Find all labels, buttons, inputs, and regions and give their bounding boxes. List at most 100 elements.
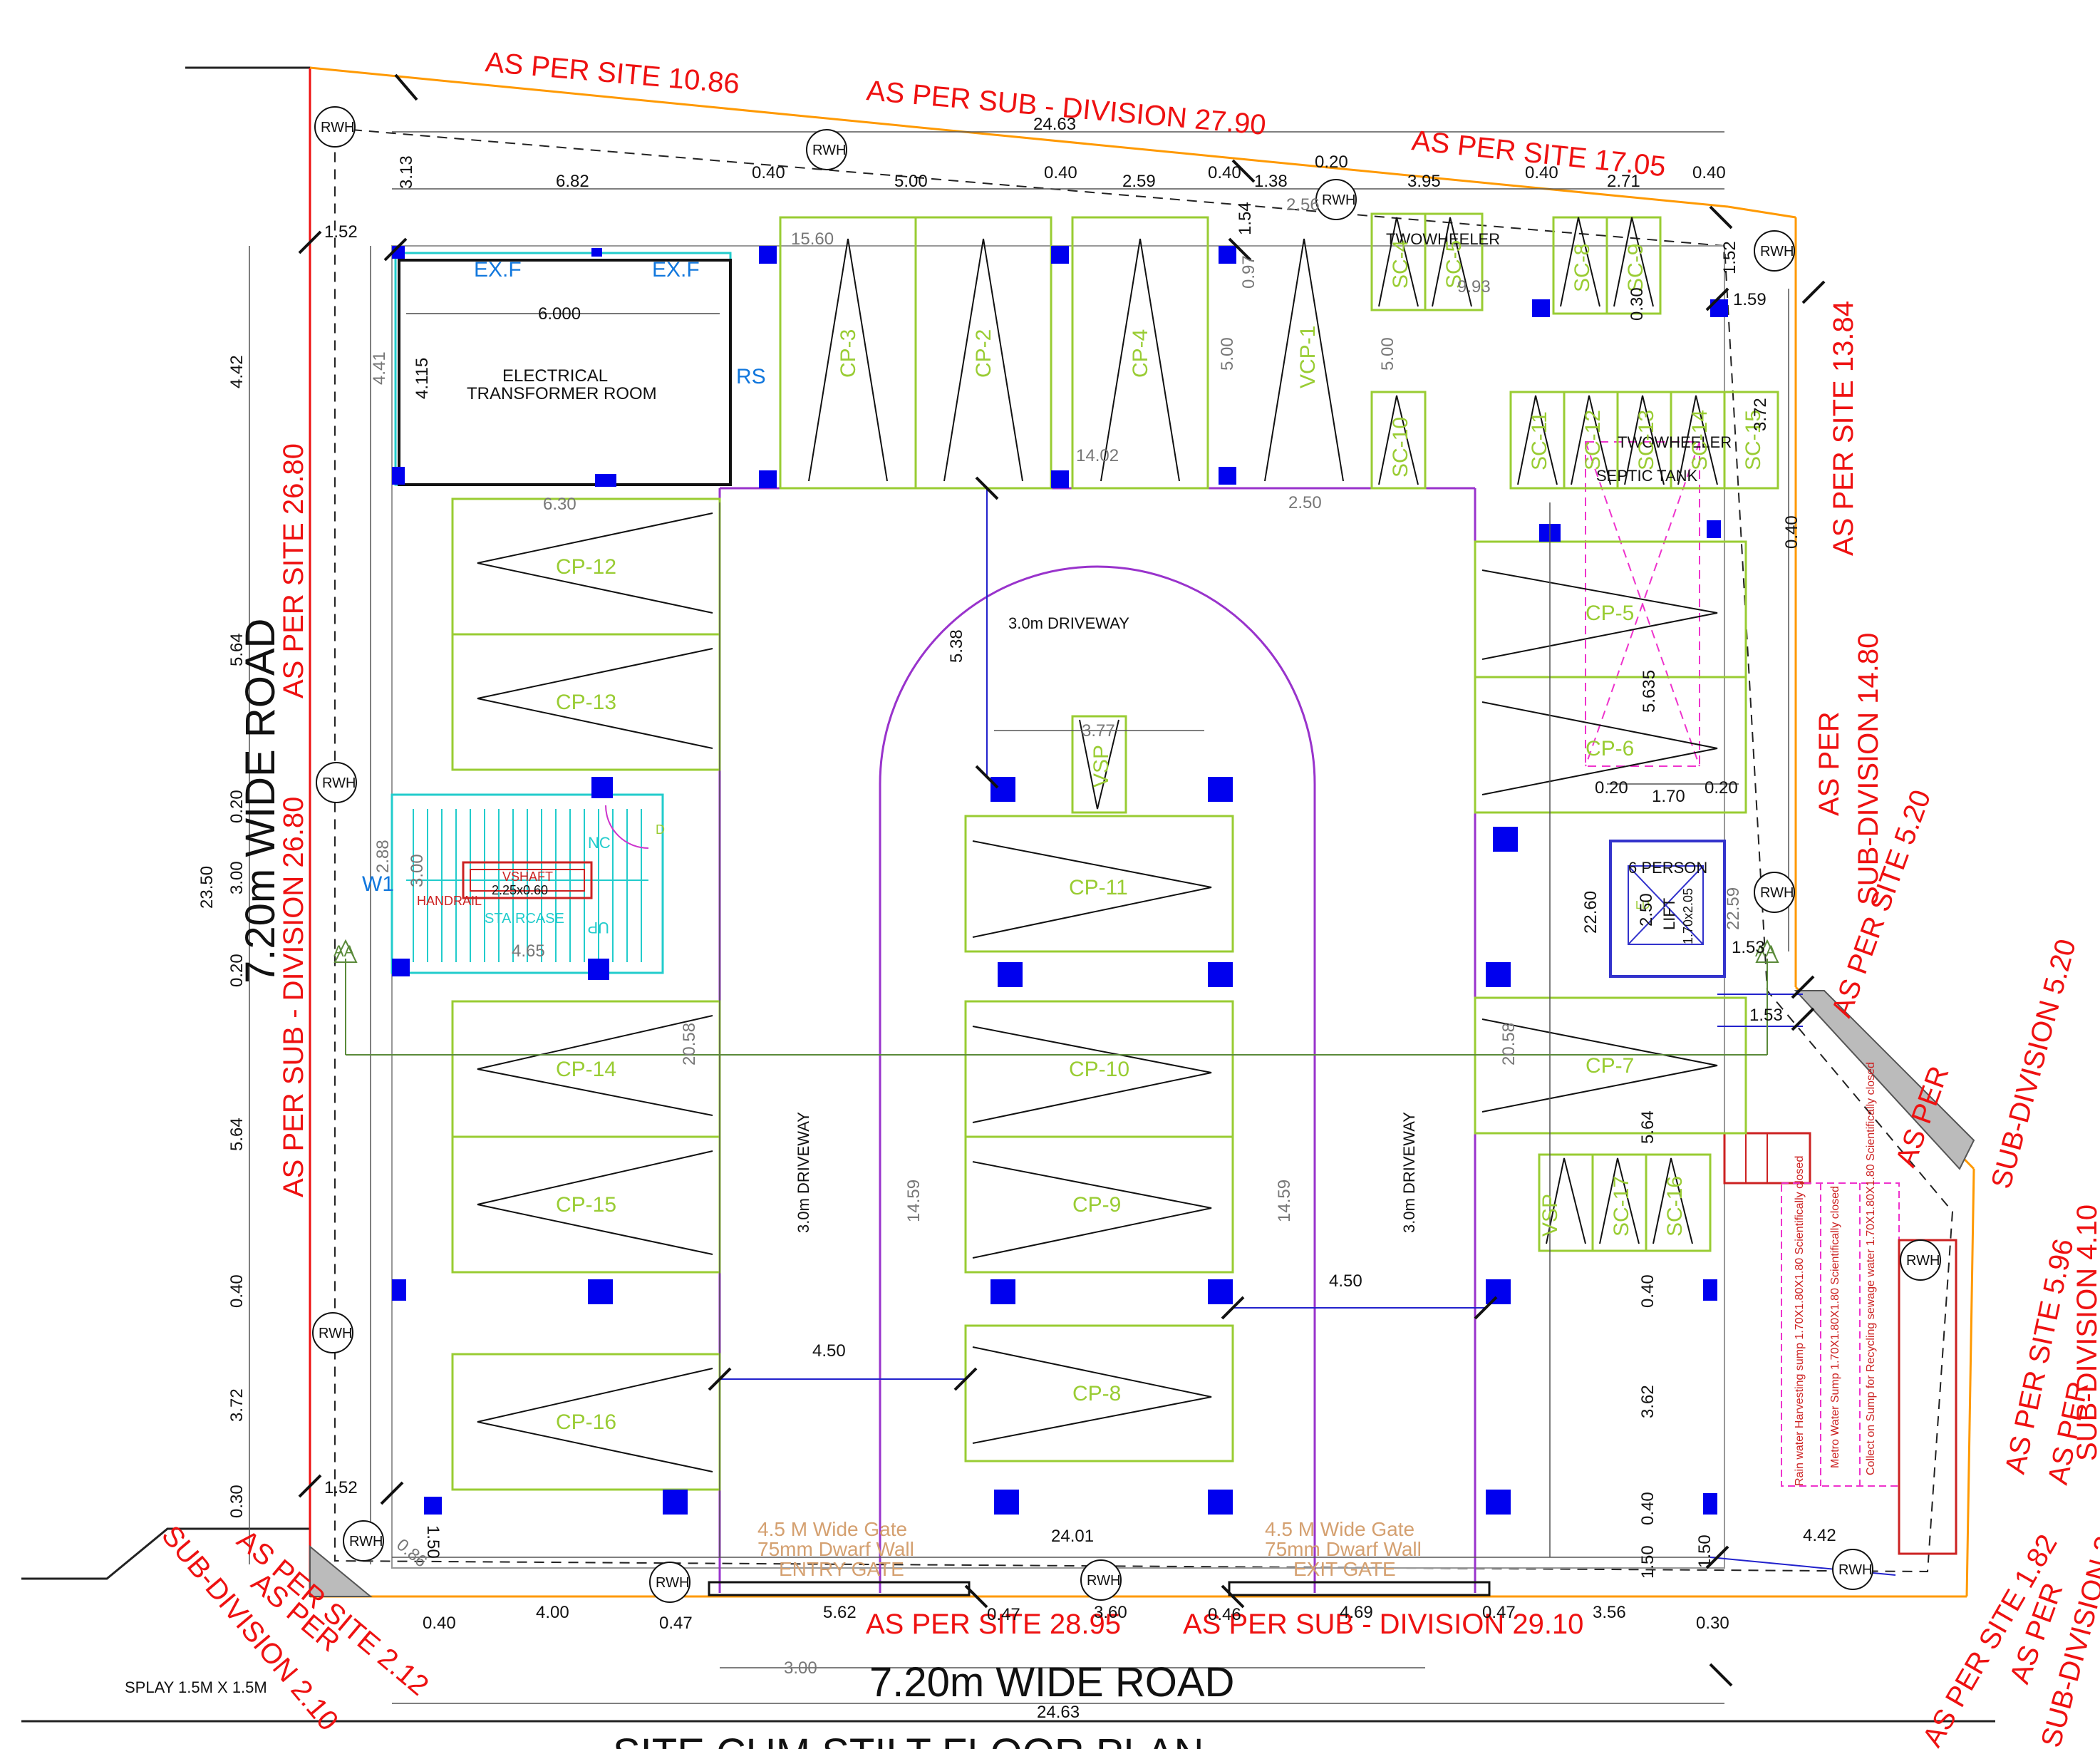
handrail-label: HANDRAIL [417, 894, 482, 908]
dim-label: 0.40 [227, 1274, 247, 1308]
dim-label: 5.00 [1218, 337, 1237, 371]
transformer-room-label-2: TRANSFORMER ROOM [467, 384, 657, 403]
top-site-label-1: AS PER SITE 10.86 [484, 46, 740, 100]
bottom-site-label: AS PER SITE 28.95 [866, 1609, 1121, 1640]
dim-label: 0.20 [1315, 153, 1348, 172]
dim-label: 1.52 [324, 1478, 358, 1497]
dim-label: 3.77 [1082, 721, 1115, 741]
parking-label-vcp1: VCP-1 [1296, 326, 1320, 388]
dim-label: 4.50 [812, 1341, 846, 1361]
dim-label: 4.42 [1803, 1526, 1836, 1545]
building-outline [391, 245, 1725, 1569]
dim-label: 0.46 [1208, 1605, 1241, 1624]
dim-label: 24.63 [1033, 115, 1076, 134]
parking-label-cp6: CP-6 [1586, 737, 1634, 760]
dim-label: 23.50 [197, 866, 217, 909]
right-subdivision-label-2: SUB-DIVISION 14.80 [1853, 633, 1884, 905]
dim-label: 5.00 [1378, 337, 1397, 371]
sump-label-1: Rain water Harvesting sump 1.70X1.80X1.8… [1794, 1156, 1806, 1486]
exhaust-fan-label-2: EX.F [652, 258, 700, 282]
parking-label-sc10: SC-10 [1389, 417, 1412, 478]
driveway-label-right: 3.0m DRIVEWAY [1400, 1112, 1418, 1233]
sump-label-2: Metro Water Sump 1.70X1.80X1.80 Scientif… [1829, 1186, 1841, 1468]
dim-label: 0.40 [1638, 1492, 1657, 1525]
up-label: UP [587, 919, 609, 937]
dim-label: 3.00 [227, 861, 247, 894]
rwh-label: RWH [812, 143, 846, 158]
lift-block [1609, 840, 1726, 978]
left-road-label: 7.20m WIDE ROAD [237, 619, 284, 984]
staircase-label: STAIRCASE [485, 911, 564, 927]
parking-label-cp8: CP-8 [1072, 1382, 1121, 1405]
dim-label: 1.50 [423, 1525, 443, 1559]
dim-label: 4.69 [1340, 1603, 1373, 1622]
parking-label-sc15: SC-15 [1742, 410, 1765, 470]
dim-label: 4.115 [413, 358, 432, 399]
rs-label: RS [736, 365, 766, 388]
dim-label: 3.13 [397, 155, 416, 189]
septic-tank [1585, 441, 1700, 767]
tick-marks [298, 73, 1826, 1687]
dim-label: 3.00 [784, 1658, 817, 1678]
dim-label: 2.50 [1637, 893, 1656, 927]
parking-label-sc14: SC-14 [1688, 410, 1712, 470]
dim-label: 5.38 [947, 629, 966, 663]
parking-label-sc12: SC-12 [1581, 410, 1605, 470]
dim-label: 5.64 [1638, 1110, 1657, 1144]
septic-tank-label: SEPTIC TANK [1596, 467, 1698, 485]
dim-label: 3.72 [227, 1388, 247, 1422]
rwh-label: RWH [1087, 1573, 1120, 1589]
dim-label: 5.635 [1640, 670, 1659, 713]
parking-label-cp15: CP-15 [556, 1193, 616, 1217]
dim-label: 4.50 [1329, 1271, 1362, 1291]
dim-label: 1.50 [1638, 1545, 1657, 1579]
dim-label: 0.40 [1525, 163, 1558, 182]
parking-label-cp3: CP-3 [837, 329, 860, 378]
dim-label: 4.00 [536, 1603, 569, 1622]
parking-label-cp10: CP-10 [1069, 1058, 1129, 1081]
dim-label: 6.30 [543, 495, 576, 514]
lift-label-2: LIFT [1660, 898, 1678, 930]
dim-label: 0.40 [1638, 1274, 1657, 1308]
right-subdivision-label-4: SUB-DIVISION 4.10 [2071, 1204, 2100, 1461]
dim-label: 6.000 [538, 304, 581, 324]
dim-label: 24.63 [1037, 1703, 1080, 1722]
dim-label: 0.20 [227, 790, 247, 823]
exit-gate-line-3: EXIT GATE [1293, 1558, 1396, 1580]
dim-label: 3.60 [1094, 1603, 1127, 1622]
rwh-label: RWH [656, 1575, 689, 1591]
parking-label-cp2: CP-2 [972, 329, 995, 378]
parking-label-vsp-1: VSP [1090, 745, 1113, 788]
dim-label: 0.40 [423, 1614, 456, 1633]
w1-label: W1 [362, 872, 394, 896]
dim-label: 20.58 [680, 1023, 699, 1066]
aa-marker-left: AA [333, 942, 355, 960]
dim-label: 0.20 [1705, 778, 1738, 798]
dim-label: 0.47 [987, 1605, 1020, 1624]
vshaft-label: VSHAFT [502, 870, 553, 884]
dim-label: 3.56 [1593, 1603, 1626, 1622]
parking-label-sc16: SC-16 [1663, 1176, 1687, 1237]
dim-label: 0.40 [1782, 515, 1801, 549]
rwh-labels: RWH RWH RWH RWH RWH RWH RWH RWH RWH RWH … [319, 120, 1940, 1591]
dim-label: 2.71 [1607, 172, 1640, 191]
car-symbols [477, 217, 1718, 1472]
vshaft-size-label: 2.25x0.60 [492, 883, 548, 897]
dim-label: 1.53 [1749, 1006, 1783, 1025]
dim-label: 14.59 [1275, 1180, 1294, 1222]
lift-label-1: 6 PERSON [1628, 859, 1707, 877]
dim-label: 22.59 [1724, 887, 1743, 930]
dim-label: 4.41 [370, 351, 389, 385]
parking-label-sc13: SC-13 [1635, 410, 1658, 470]
sumps [1723, 1132, 1957, 1555]
dim-label: 6.82 [556, 172, 589, 191]
dim-label: 5.64 [227, 633, 247, 666]
staircase-block [390, 793, 664, 974]
dim-label: 2.88 [373, 840, 393, 873]
driveway-label-left: 3.0m DRIVEWAY [795, 1112, 812, 1233]
parking-label-sc8: SC-8 [1571, 244, 1594, 292]
rwh-label: RWH [319, 1326, 352, 1341]
splay-note: SPLAY 1.5M X 1.5M [125, 1678, 267, 1696]
dim-label: 4.42 [227, 355, 247, 388]
right-subdivision-label-1: AS PER [1814, 711, 1845, 816]
